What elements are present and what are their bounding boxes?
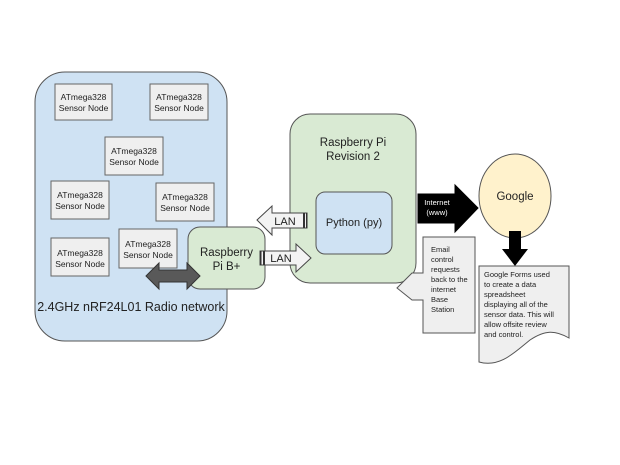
pi-b-plus-line2: Pi B+ [213,261,241,273]
sensor-node-line2: Sensor Node [55,259,105,269]
sensor-node-line1: ATmega328 [156,92,202,102]
pi-b-plus-line1: Raspberry [200,247,253,259]
sensor-node-line2: Sensor Node [123,250,173,260]
python-box [315,191,393,255]
python-label: Python (py) [326,217,382,229]
sensor-node: ATmega328 Sensor Node [104,136,164,176]
email-callout: Email control requests back to the inter… [396,236,476,334]
lan-arrow-right-icon: LAN [259,242,312,274]
sensor-node: ATmega328 Sensor Node [149,83,209,121]
forms-line: displaying all of the [484,300,548,309]
forms-doc-text: Google Forms used to create a data sprea… [484,270,556,339]
sensor-node: ATmega328 Sensor Node [50,237,110,277]
sensor-node-line1: ATmega328 [162,192,208,202]
forms-line: to create a data [484,280,537,289]
forms-line: spreadsheet [484,290,526,299]
sensor-node-line2: Sensor Node [59,103,109,113]
email-line: control [431,255,454,264]
sensor-node-line1: ATmega328 [61,92,107,102]
sensor-node-line2: Sensor Node [154,103,204,113]
forms-line: sensor data. This will [484,310,554,319]
forms-line: and control. [484,330,523,339]
google-forms-document: Google Forms used to create a data sprea… [478,265,570,364]
sensor-node-line1: ATmega328 [57,190,103,200]
sensor-node-line2: Sensor Node [109,157,159,167]
forms-line: allow offsite review [484,320,547,329]
email-line: Email [431,245,450,254]
sensor-node: ATmega328 Sensor Node [155,182,215,222]
sensor-node-line2: Sensor Node [55,201,105,211]
email-line: internet [431,285,457,294]
email-callout-text: Email control requests back to the inter… [431,245,470,314]
forms-line: Google Forms used [484,270,550,279]
lan-label: LAN [274,216,295,228]
google-label: Google [496,191,533,203]
lan-label: LAN [270,253,291,265]
pi-rev2-line1: Raspberry Pi [320,137,386,149]
email-line: back to the [431,275,468,284]
pi-rev2-line2: Revision 2 [326,151,380,163]
sensor-node: ATmega328 Sensor Node [118,228,178,269]
sensor-node-line1: ATmega328 [111,146,157,156]
sensor-node-line2: Sensor Node [160,203,210,213]
google-down-arrow-icon [502,231,528,266]
email-line: Station [431,305,454,314]
sensor-node-line1: ATmega328 [57,248,103,258]
lan-arrow-left-icon: LAN [256,204,308,237]
internet-arrow-icon: Internet (www) [417,183,479,234]
sensor-node-line1: ATmega328 [125,239,171,249]
radio-network-label: 2.4GHz nRF24L01 Radio network [37,300,225,314]
sensor-node: ATmega328 Sensor Node [54,83,113,121]
internet-label-line2: (www) [426,208,448,217]
email-line: Base [431,295,448,304]
radio-link-double-arrow-icon [145,261,201,291]
email-line: requests [431,265,460,274]
sensor-node: ATmega328 Sensor Node [50,180,110,220]
internet-label-line1: Internet [424,198,450,207]
